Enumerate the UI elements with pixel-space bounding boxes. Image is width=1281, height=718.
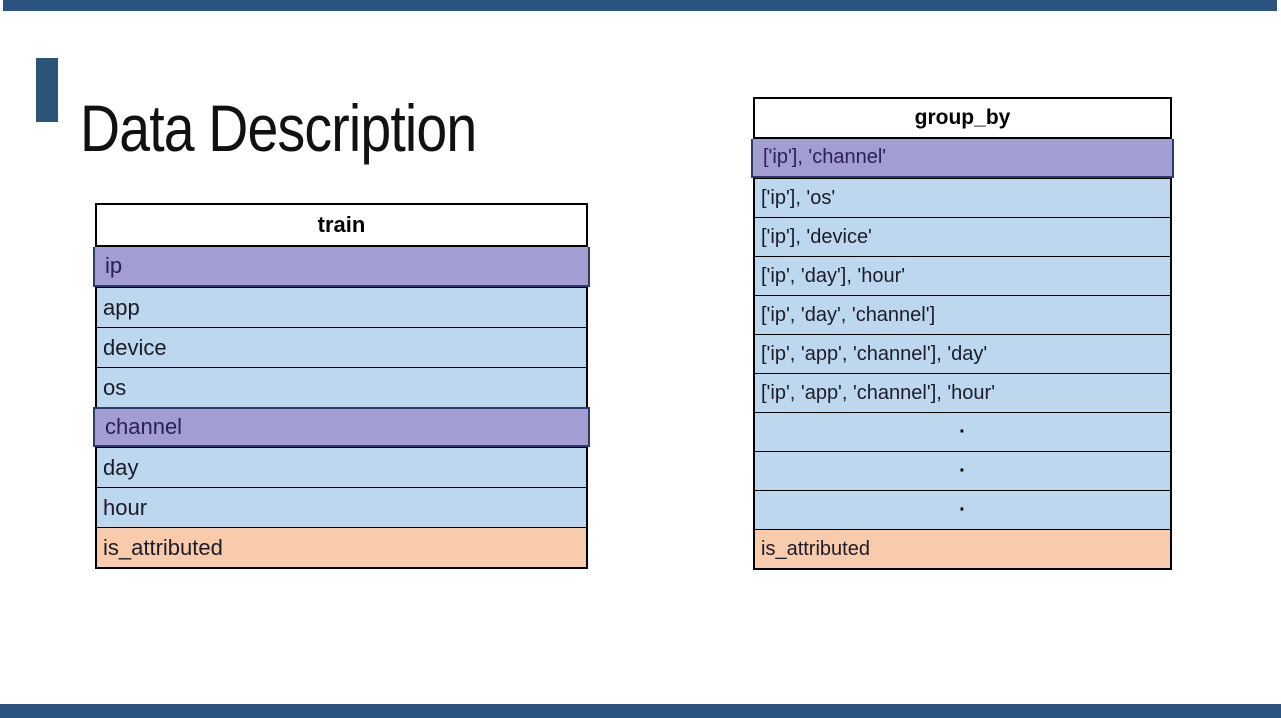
table-row: app [97,287,586,327]
table-row-label: device [103,334,167,360]
table-row-label: ['ip', 'day', 'channel'] [761,303,936,326]
table-row-label: ['ip'], 'channel' [763,146,887,168]
top-accent-bar [3,0,1277,11]
table-row-label: ['ip'], 'device' [761,225,872,248]
table-row: device [97,327,586,367]
table-row: hour [97,487,586,527]
table-row-label: · [959,459,966,482]
table-row-label: is_attributed [761,537,870,560]
bottom-accent-bar [0,704,1281,718]
table-row-label: · [959,498,966,521]
table-row-label: ip [105,253,123,278]
table-row-label: ['ip', 'day'], 'hour' [761,264,906,287]
table-row-label: ['ip', 'app', 'channel'], 'day' [761,342,988,365]
title-accent-bar [36,58,58,122]
table-row: ['ip', 'day', 'channel'] [755,295,1170,334]
train-table: train ip app device os channel day hour is_attr… [93,203,590,569]
group-by-table-body: ['ip'], 'channel' ['ip'], 'os' ['ip'], 'de… [751,139,1174,568]
page-title: Data Description [80,91,477,166]
table-row-label: is_attributed [103,534,223,560]
table-row: ['ip', 'day'], 'hour' [755,256,1170,295]
group-by-table: group_by ['ip'], 'channel'['ip'], 'os'['… [751,97,1174,570]
table-row-label: ['ip'], 'os' [761,186,836,209]
table-row-label: os [103,374,127,400]
table-row: ['ip', 'app', 'channel'], 'day' [755,334,1170,373]
table-row-label: ['ip', 'app', 'channel'], 'hour' [761,381,996,404]
table-row: ['ip', 'app', 'channel'], 'hour' [755,373,1170,412]
table-row: ['ip'], 'channel' [751,139,1174,178]
table-row: · [755,451,1170,490]
train-table-body: ip app device os channel day hour is_attributed [93,247,590,567]
table-row-label: channel [105,414,183,439]
table-row: ip [93,247,590,287]
group-by-table-header: group_by [755,99,1170,139]
table-row-label: day [103,454,139,480]
table-row-label: · [959,420,966,443]
table-row: channel [93,407,590,447]
table-row: ['ip'], 'device' [755,217,1170,256]
table-row-label: hour [103,494,148,520]
table-row: day [97,447,586,487]
table-row: is_attributed [755,529,1170,568]
table-row-label: app [103,294,140,320]
table-row: · [755,490,1170,529]
train-table-header: train [97,205,586,247]
table-row: os [97,367,586,407]
table-row: is_attributed [97,527,586,567]
table-row: · [755,412,1170,451]
table-row: ['ip'], 'os' [755,178,1170,217]
